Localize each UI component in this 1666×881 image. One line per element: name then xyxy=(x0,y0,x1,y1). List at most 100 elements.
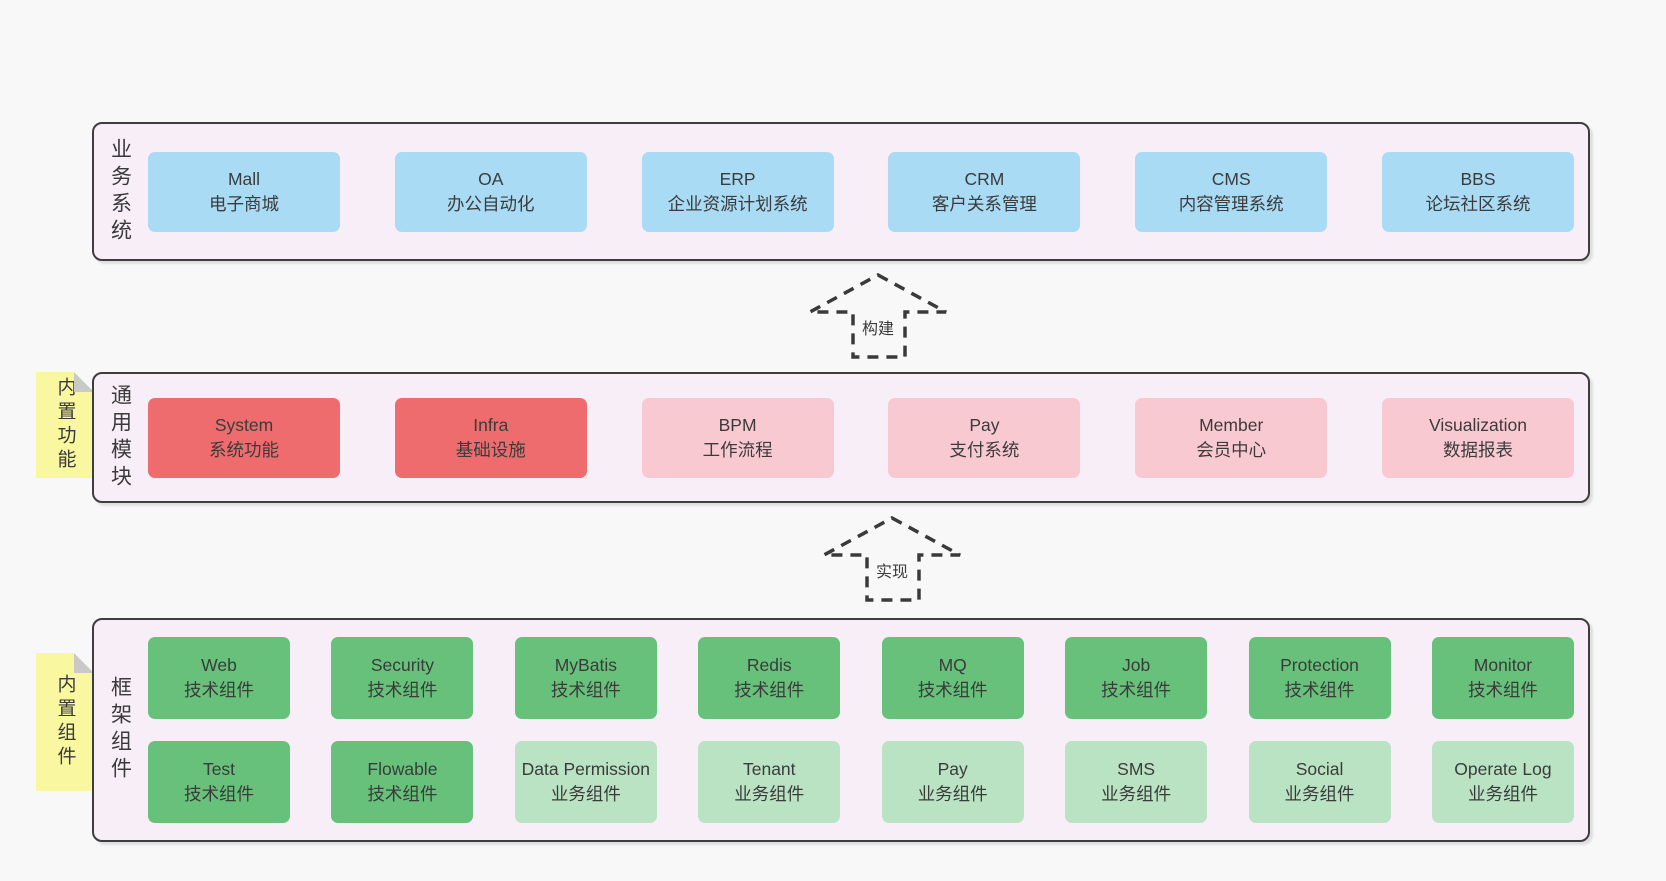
box-title: Social xyxy=(1295,759,1344,780)
module-box-data-permission: Data Permission 业务组件 xyxy=(514,741,657,823)
box-title: CMS xyxy=(1211,168,1251,189)
module-box-sms: SMS 业务组件 xyxy=(1065,741,1208,823)
box-subtitle: 数据报表 xyxy=(1442,439,1513,460)
box-subtitle: 业务组件 xyxy=(917,784,988,804)
box-title: Mall xyxy=(227,168,261,189)
box-title: ERP xyxy=(719,168,756,189)
common-modules-label: 通用模块 xyxy=(108,383,132,492)
module-box-pay: Pay 业务组件 xyxy=(881,741,1024,823)
box-title: Member xyxy=(1199,414,1264,435)
box-subtitle: 支付系统 xyxy=(949,439,1020,460)
box-subtitle: 业务组件 xyxy=(1467,784,1538,804)
framework-row-2: Test 技术组件 Flowable 技术组件 Data Permission 业务组件 T… xyxy=(148,741,1574,823)
box-subtitle: 系统功能 xyxy=(209,439,279,460)
box-title: Visualization xyxy=(1429,414,1527,435)
box-subtitle: 技术组件 xyxy=(1284,680,1355,700)
business-systems-band: 业务系统 Mall 电子商城 OA 办公自动化 ERP 企业资源计划系统 CRM 客户关系管理… xyxy=(92,122,1590,261)
box-subtitle: 客户关系管理 xyxy=(931,193,1037,214)
box-subtitle: 技术组件 xyxy=(184,784,254,804)
module-box-operate-log: Operate Log 业务组件 xyxy=(1431,741,1574,823)
framework-components-label-col: 框架组件 xyxy=(94,620,146,840)
box-subtitle: 技术组件 xyxy=(734,680,805,700)
box-title: Protection xyxy=(1280,655,1359,676)
box-subtitle: 基础设施 xyxy=(455,439,526,460)
box-title: Job xyxy=(1122,655,1151,676)
common-modules-label-col: 通用模块 xyxy=(94,374,146,501)
box-subtitle: 技术组件 xyxy=(1101,680,1172,700)
builtin-features-note-label: 内置功能 xyxy=(54,377,76,473)
framework-components-band: 框架组件 Web 技术组件 Security 技术组件 MyBatis 技术组件 Redis… xyxy=(92,618,1590,842)
box-subtitle: 电子商城 xyxy=(209,193,279,214)
module-box-cms: CMS 内容管理系统 xyxy=(1135,151,1328,232)
box-subtitle: 技术组件 xyxy=(1467,680,1538,700)
implement-arrow: 实现 xyxy=(820,514,964,604)
box-title: Security xyxy=(370,655,435,676)
box-title: CRM xyxy=(964,168,1005,189)
module-box-bbs: BBS 论坛社区系统 xyxy=(1381,151,1574,232)
box-title: Flowable xyxy=(367,759,438,780)
box-title: Pay xyxy=(937,759,968,780)
box-subtitle: 企业资源计划系统 xyxy=(667,193,808,214)
box-title: Redis xyxy=(746,655,792,676)
framework-components-label: 框架组件 xyxy=(108,676,132,784)
module-box-pay: Pay 支付系统 xyxy=(888,397,1081,478)
module-box-erp: ERP 企业资源计划系统 xyxy=(641,151,834,232)
module-box-job: Job 技术组件 xyxy=(1065,637,1208,719)
business-systems-label: 业务系统 xyxy=(108,137,132,246)
box-subtitle: 技术组件 xyxy=(367,680,438,700)
module-box-crm: CRM 客户关系管理 xyxy=(888,151,1081,232)
box-title: Operate Log xyxy=(1454,759,1552,780)
box-subtitle: 技术组件 xyxy=(367,784,438,804)
module-box-protection: Protection 技术组件 xyxy=(1248,637,1391,719)
box-subtitle: 业务组件 xyxy=(1284,784,1355,804)
box-title: System xyxy=(214,414,274,435)
note-fold-corner xyxy=(74,653,94,673)
box-subtitle: 业务组件 xyxy=(550,784,621,804)
module-box-infra: Infra 基础设施 xyxy=(394,397,587,478)
box-subtitle: 办公自动化 xyxy=(447,193,535,214)
implement-arrow-shape xyxy=(823,516,961,602)
module-box-test: Test 技术组件 xyxy=(148,741,290,823)
build-arrow: 构建 xyxy=(806,271,950,361)
box-subtitle: 论坛社区系统 xyxy=(1425,193,1531,214)
box-title: Monitor xyxy=(1473,655,1533,676)
note-fold-corner xyxy=(74,372,94,392)
box-title: MyBatis xyxy=(554,655,617,676)
module-box-security: Security 技术组件 xyxy=(331,637,474,719)
business-systems-boxes: Mall 电子商城 OA 办公自动化 ERP 企业资源计划系统 CRM 客户关系管理 CMS 内容… xyxy=(148,124,1574,259)
box-subtitle: 技术组件 xyxy=(184,680,254,700)
box-subtitle: 内容管理系统 xyxy=(1178,193,1284,214)
builtin-components-note: 内置组件 xyxy=(36,653,94,791)
module-box-mybatis: MyBatis 技术组件 xyxy=(514,637,657,719)
module-box-system: System 系统功能 xyxy=(148,397,340,478)
module-box-oa: OA 办公自动化 xyxy=(394,151,587,232)
module-box-social: Social 业务组件 xyxy=(1248,741,1391,823)
builtin-components-note-label: 内置组件 xyxy=(54,674,76,770)
box-subtitle: 技术组件 xyxy=(550,680,621,700)
box-subtitle: 工作流程 xyxy=(702,439,773,460)
build-arrow-label: 构建 xyxy=(858,315,898,339)
box-title: Infra xyxy=(473,414,509,435)
box-subtitle: 业务组件 xyxy=(1101,784,1172,804)
module-box-visualization: Visualization 数据报表 xyxy=(1381,397,1574,478)
box-title: Web xyxy=(201,655,237,676)
module-box-flowable: Flowable 技术组件 xyxy=(331,741,474,823)
box-title: OA xyxy=(478,168,504,189)
business-systems-label-col: 业务系统 xyxy=(94,124,146,259)
box-title: SMS xyxy=(1117,759,1156,780)
box-title: Pay xyxy=(969,414,1000,435)
box-title: Data Permission xyxy=(521,759,651,780)
box-title: Test xyxy=(202,759,236,780)
box-title: BBS xyxy=(1460,168,1496,189)
build-arrow-shape xyxy=(809,273,947,359)
box-title: MQ xyxy=(938,655,967,676)
builtin-features-note: 内置功能 xyxy=(36,372,94,478)
box-subtitle: 会员中心 xyxy=(1196,439,1267,460)
module-box-monitor: Monitor 技术组件 xyxy=(1431,637,1574,719)
